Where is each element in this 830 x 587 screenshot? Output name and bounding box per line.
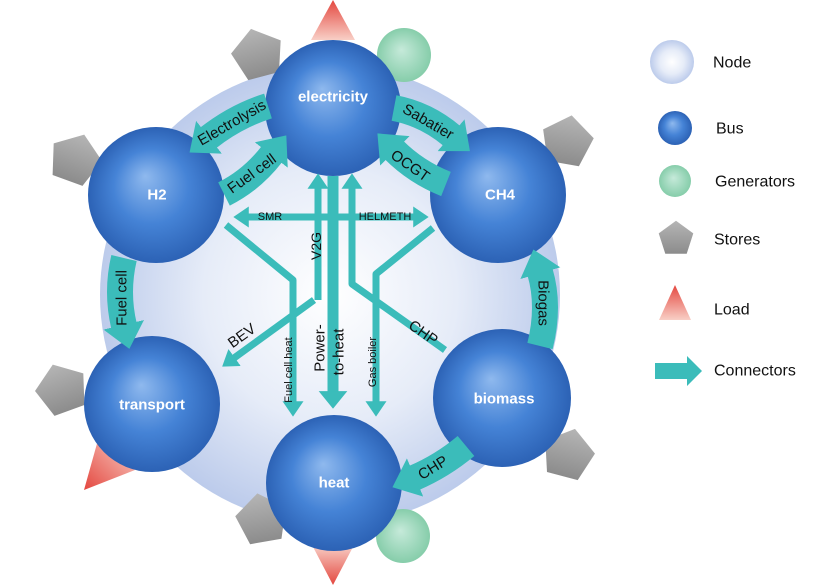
legend-store-icon [658,220,694,254]
connector-label-fuel-cell-h2-transport: Fuel cell [114,270,131,326]
generator-electricity [377,28,431,82]
legend-load-label: Load [714,302,750,319]
connector-fuel-cell-h2-electricity [217,135,288,206]
legend-node-icon [650,40,694,84]
legend-connectors-label: Connectors [714,363,796,380]
connector-gas-boiler [365,225,436,417]
connector-electrolysis [189,93,273,154]
connector-bev [222,297,317,367]
connector-label-gas-boiler: Gas boiler [367,337,379,387]
connector-label-biogas: Biogas [535,280,552,326]
legend-bus-label: Bus [716,121,744,138]
bus-electricity [265,40,401,176]
connector-fuel-cell-h2-transport [103,255,144,349]
store-h2 [52,134,102,186]
legend-connector-icon [655,356,702,386]
legend-bus-icon [658,111,692,145]
load-electricity [311,0,355,40]
legend-stores-label: Stores [714,232,760,249]
legend-node-label: Node [713,55,751,72]
connector-label-smr: SMR [258,211,283,223]
store-transport [35,364,85,416]
generator-heat [376,509,430,563]
load-heat [312,545,354,585]
store-biomass [545,428,595,481]
store-ch4 [543,115,594,167]
connector-label-fuel-cell-heat: Fuel cell heat [283,337,295,402]
legend-generator-icon [659,165,691,197]
bus-label-electricity: electricity [298,89,369,106]
connector-chp-electricity [341,173,448,353]
connector-chp-biomass-heat [392,435,475,497]
bus-transport [84,336,220,472]
legend-generators-label: Generators [715,174,795,191]
bus-label-heat: heat [319,475,350,492]
bus-ch4 [430,127,566,263]
bus-biomass [433,329,571,467]
connector-label-power-to-heat-line2: to-heat [331,328,348,376]
bus-label-transport: transport [119,397,185,414]
connector-ocgt [377,133,452,197]
connector-fuel-cell-heat [223,222,304,417]
legend-load-icon [659,285,691,320]
load-transport [84,440,135,490]
bus-label-biomass: biomass [474,391,535,408]
bus-heat [266,415,402,551]
connector-biogas [520,249,561,350]
connector-label-power-to-heat-line1: Power- [312,324,329,372]
store-electricity [231,28,281,81]
connector-label-v2g: V2G [308,232,324,260]
bus-label-ch4: CH4 [485,187,516,204]
bus-label-h2: H2 [147,187,166,204]
connector-label-helmeth: HELMETH [359,211,412,223]
connector-sabatier [391,95,470,152]
bus-h2 [88,127,224,263]
legend: Node Bus Generators Stores Load Connecto… [650,40,796,386]
